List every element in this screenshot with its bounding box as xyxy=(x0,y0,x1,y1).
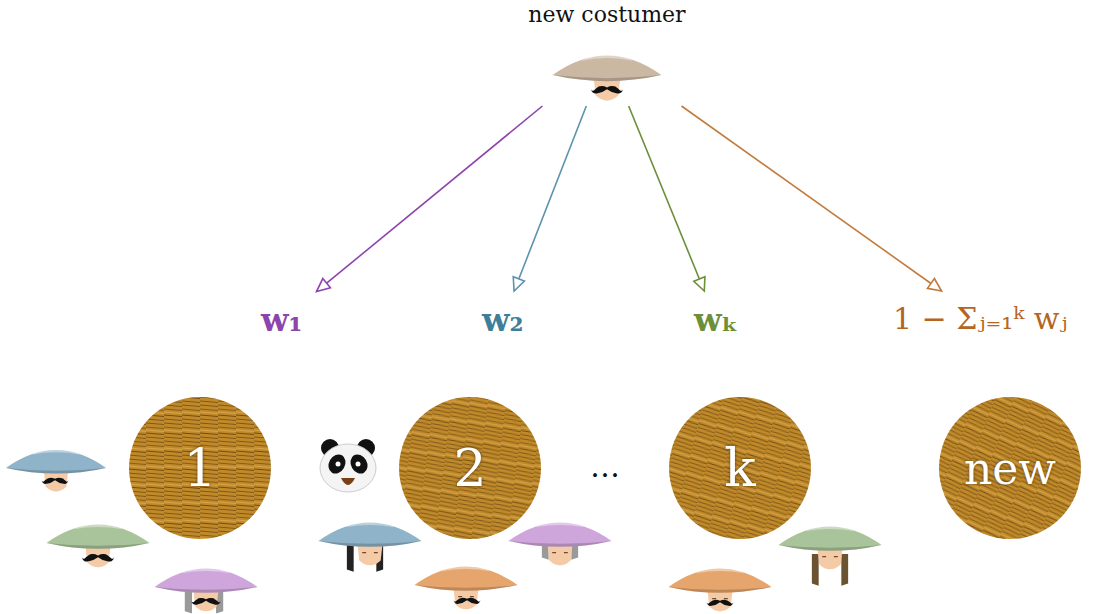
weight-text: wₖ xyxy=(694,301,738,339)
customer-figure xyxy=(154,563,257,611)
arrowhead xyxy=(927,279,941,291)
customer-figure xyxy=(414,561,517,609)
mustache xyxy=(453,598,480,604)
weight-label: w₂ xyxy=(476,299,530,341)
weight-label: w₁ xyxy=(255,299,309,341)
table-circle: 2 xyxy=(398,396,542,540)
mustache xyxy=(41,478,68,484)
table-number: 2 xyxy=(453,438,486,498)
mustache xyxy=(191,598,221,605)
probability-arrow xyxy=(629,106,705,291)
mustache xyxy=(706,600,733,606)
table-number: new xyxy=(964,443,1056,494)
table-circle: 1 xyxy=(128,396,272,540)
arrowhead xyxy=(694,277,705,291)
customer-caption: new costumer xyxy=(500,2,714,27)
customer-figure xyxy=(778,521,881,569)
mustache xyxy=(591,86,623,93)
probability-arrow xyxy=(317,106,543,291)
table-number: 1 xyxy=(183,438,216,498)
customer-figure xyxy=(508,517,611,565)
customer-figure xyxy=(318,517,421,565)
customer-figure xyxy=(6,445,106,492)
weight-text: 1 − Σⱼ₌₁ᵏ wⱼ xyxy=(893,301,1067,336)
weight-text: w₁ xyxy=(261,301,303,339)
table-circle: new xyxy=(938,396,1082,540)
arrowhead xyxy=(317,279,331,292)
weight-label: 1 − Σⱼ₌₁ᵏ wⱼ xyxy=(887,299,1073,338)
customer-node: new costumer xyxy=(500,2,714,104)
mustache xyxy=(82,554,115,561)
panda-figure xyxy=(320,439,376,492)
weight-label: wₖ xyxy=(688,299,744,341)
table-number: k xyxy=(724,438,756,498)
customer-figure xyxy=(668,563,771,611)
customer-figure xyxy=(46,519,149,567)
table-circle: k xyxy=(668,396,812,540)
ellipsis: … xyxy=(590,449,620,484)
customer-figure xyxy=(553,50,662,101)
probability-arrow xyxy=(681,106,941,291)
arrowhead xyxy=(513,277,524,291)
probability-arrow xyxy=(513,106,586,291)
weight-text: w₂ xyxy=(482,301,524,339)
